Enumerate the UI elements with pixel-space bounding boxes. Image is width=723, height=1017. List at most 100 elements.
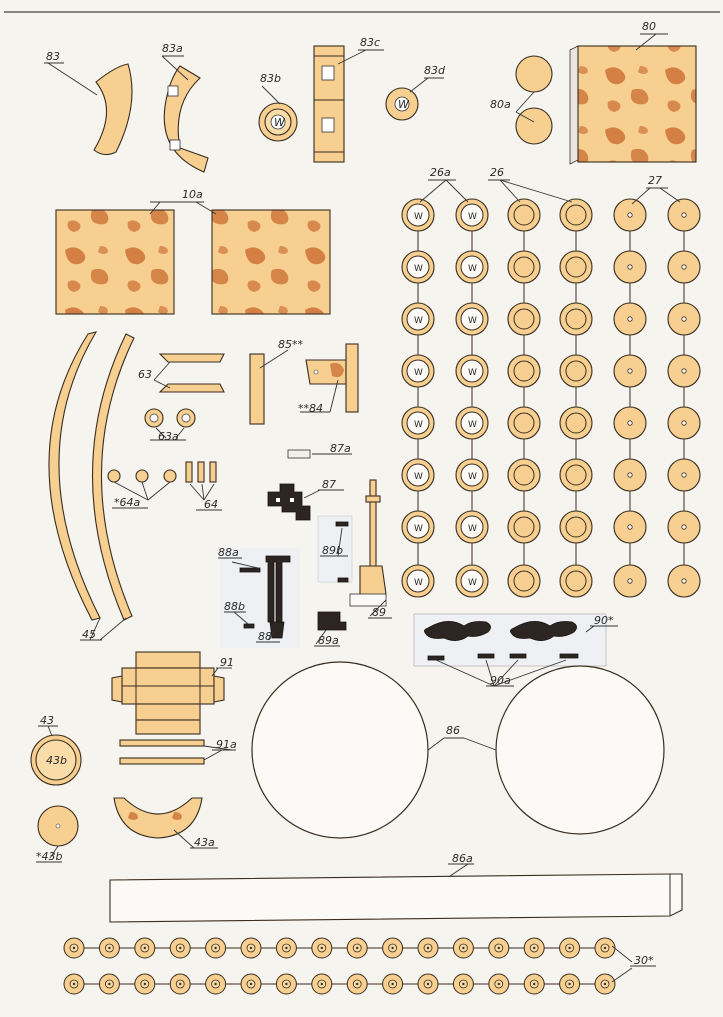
label-86: 86 bbox=[446, 724, 460, 737]
part-64: 64 bbox=[185, 461, 222, 511]
small-wheel bbox=[275, 937, 297, 959]
label-30: 30* bbox=[634, 954, 654, 967]
road-wheel bbox=[559, 250, 593, 284]
small-wheel bbox=[346, 973, 368, 995]
wheel-mark: W bbox=[414, 212, 423, 222]
part-83: 83 bbox=[44, 50, 133, 156]
part-83b: W 83b bbox=[258, 72, 298, 142]
road-wheel bbox=[559, 564, 593, 598]
wheel-mark-83b: W bbox=[274, 116, 286, 129]
label-43b-inner: 43b bbox=[46, 754, 67, 767]
road-wheel bbox=[507, 302, 541, 336]
road-wheel: W bbox=[455, 198, 489, 232]
road-wheel: W bbox=[455, 250, 489, 284]
road-wheel bbox=[667, 406, 701, 440]
road-wheel bbox=[667, 250, 701, 284]
road-wheel bbox=[507, 250, 541, 284]
road-wheel bbox=[613, 302, 647, 336]
part-43a: 43a bbox=[113, 797, 218, 849]
small-wheel bbox=[452, 937, 474, 959]
road-wheel: W bbox=[401, 564, 435, 598]
part-43b: *43b bbox=[36, 805, 79, 863]
small-wheel bbox=[63, 937, 85, 959]
small-wheel bbox=[169, 937, 191, 959]
road-wheel: W bbox=[401, 510, 435, 544]
wheel-mark: W bbox=[414, 420, 423, 430]
part-80a: 80a bbox=[490, 55, 553, 145]
part-87: 87 bbox=[267, 478, 344, 521]
wheel-mark: W bbox=[468, 212, 477, 222]
label-64a: *64a bbox=[114, 496, 140, 509]
road-wheel: W bbox=[401, 406, 435, 440]
road-wheel bbox=[667, 198, 701, 232]
label-10a: 10a bbox=[182, 188, 203, 201]
part-63a: 63a bbox=[144, 408, 196, 443]
label-90a: 90a bbox=[490, 674, 511, 687]
part-86a: 86a bbox=[109, 852, 683, 923]
part-86: 86 bbox=[251, 661, 665, 839]
road-wheel: W bbox=[455, 564, 489, 598]
label-83b: 83b bbox=[260, 72, 281, 85]
label-89b: 89b bbox=[322, 544, 343, 557]
part-84: **84 bbox=[298, 343, 359, 415]
label-45: 45 bbox=[82, 628, 96, 641]
small-wheel bbox=[275, 973, 297, 995]
road-wheel bbox=[507, 198, 541, 232]
label-91: 91 bbox=[220, 656, 234, 669]
part-64a: *64a bbox=[107, 469, 177, 509]
small-wheel bbox=[240, 973, 262, 995]
small-wheel bbox=[63, 973, 85, 995]
road-wheel bbox=[667, 302, 701, 336]
part-63: 63 bbox=[138, 353, 225, 393]
small-wheel bbox=[559, 973, 581, 995]
road-wheel: W bbox=[455, 406, 489, 440]
wheel-mark: W bbox=[414, 264, 423, 274]
wheel-mark: W bbox=[414, 472, 423, 482]
road-wheel bbox=[559, 510, 593, 544]
small-wheel bbox=[205, 937, 227, 959]
label-80: 80 bbox=[642, 20, 656, 33]
road-wheel bbox=[667, 458, 701, 492]
label-64: 64 bbox=[204, 498, 218, 511]
road-wheel bbox=[559, 406, 593, 440]
label-89a: 89a bbox=[318, 634, 339, 647]
wheel-mark: W bbox=[414, 316, 423, 326]
road-wheel: W bbox=[455, 510, 489, 544]
small-wheel bbox=[523, 937, 545, 959]
small-wheel bbox=[594, 937, 616, 959]
road-wheel: W bbox=[455, 458, 489, 492]
small-wheel bbox=[452, 973, 474, 995]
road-wheel bbox=[613, 510, 647, 544]
small-wheel bbox=[559, 937, 581, 959]
small-wheel bbox=[98, 937, 120, 959]
part-30: 30* bbox=[63, 937, 656, 995]
label-87: 87 bbox=[322, 478, 336, 491]
label-90: 90* bbox=[594, 614, 614, 627]
small-wheel bbox=[523, 973, 545, 995]
label-26a: 26a bbox=[430, 166, 451, 179]
small-wheel bbox=[382, 973, 404, 995]
part-83d: W 83d bbox=[385, 64, 446, 121]
road-wheel: W bbox=[401, 458, 435, 492]
label-83a: 83a bbox=[162, 42, 183, 55]
wheel-mark: W bbox=[468, 368, 477, 378]
road-wheel bbox=[613, 198, 647, 232]
label-88: 88 bbox=[258, 630, 272, 643]
wheel-mark: W bbox=[468, 578, 477, 588]
small-wheel bbox=[169, 973, 191, 995]
small-wheel bbox=[382, 937, 404, 959]
part-91: 91 bbox=[111, 651, 234, 735]
small-wheel bbox=[311, 973, 333, 995]
road-wheel bbox=[667, 510, 701, 544]
road-wheel bbox=[559, 198, 593, 232]
road-wheel bbox=[507, 406, 541, 440]
part-88: 88a 88b 88 bbox=[218, 546, 300, 648]
road-wheel: W bbox=[401, 250, 435, 284]
label-86a: 86a bbox=[452, 852, 473, 865]
label-63a: 63a bbox=[158, 430, 179, 443]
small-wheel bbox=[134, 973, 156, 995]
part-89: 89b 89 89a bbox=[314, 479, 392, 647]
part-87a: 87a bbox=[287, 442, 352, 459]
